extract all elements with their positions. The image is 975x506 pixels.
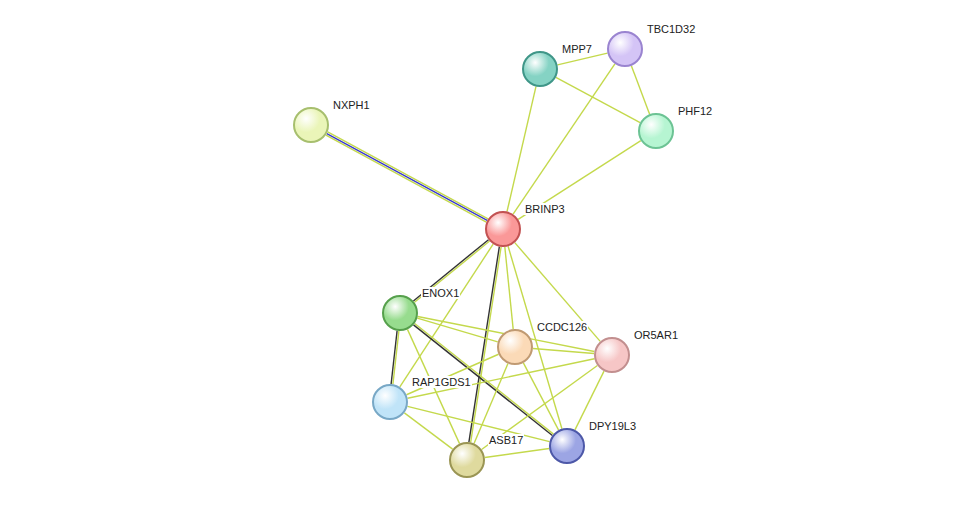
node-label: ASB17 bbox=[488, 434, 524, 446]
edge-channel bbox=[469, 247, 499, 442]
interaction-edge bbox=[404, 413, 452, 449]
interaction-edge bbox=[515, 243, 600, 342]
node-label: MPP7 bbox=[561, 43, 593, 55]
interaction-edge bbox=[413, 240, 489, 303]
protein-node: TBC1D32 bbox=[607, 31, 643, 67]
edge-channel bbox=[507, 87, 536, 212]
interaction-edge bbox=[407, 406, 549, 441]
edge-channel bbox=[556, 77, 640, 122]
interaction-edge bbox=[513, 64, 615, 214]
edge-channel bbox=[533, 348, 594, 353]
edge-channel bbox=[413, 240, 488, 301]
edge-channel bbox=[408, 359, 595, 399]
node-label: CCDC126 bbox=[536, 321, 588, 333]
edge-channel bbox=[404, 413, 452, 449]
edge-channel bbox=[485, 448, 549, 457]
interaction-edge bbox=[391, 331, 399, 384]
interaction-edge bbox=[474, 364, 508, 444]
interaction-edge bbox=[485, 448, 549, 457]
protein-node: ASB17 bbox=[449, 442, 485, 478]
edge-channel bbox=[513, 64, 615, 214]
protein-node: DPY19L3 bbox=[549, 428, 585, 464]
edge-channel bbox=[474, 364, 508, 444]
protein-node: NXPH1 bbox=[293, 107, 329, 143]
edge-channel bbox=[407, 406, 549, 441]
protein-node: ENOX1 bbox=[382, 295, 418, 331]
edge-channel bbox=[515, 243, 600, 342]
protein-node: BRINP3 bbox=[485, 211, 521, 247]
edge-channel bbox=[631, 66, 649, 114]
protein-node: CCDC126 bbox=[497, 329, 533, 365]
node-label: ENOX1 bbox=[421, 287, 460, 299]
interaction-edge bbox=[533, 348, 594, 353]
node-label: BRINP3 bbox=[524, 203, 566, 215]
node-label: RAP1GDS1 bbox=[411, 376, 472, 388]
edge-channel bbox=[328, 132, 488, 219]
interaction-edge bbox=[507, 87, 536, 212]
interaction-edge bbox=[631, 66, 649, 114]
interaction-edge bbox=[326, 132, 488, 222]
node-label: TBC1D32 bbox=[646, 23, 696, 35]
edge-channel bbox=[327, 134, 487, 221]
protein-node: OR5AR1 bbox=[594, 337, 630, 373]
interaction-edge bbox=[518, 141, 641, 220]
protein-node: PHF12 bbox=[638, 113, 674, 149]
edge-channel bbox=[518, 141, 641, 220]
edge-channel bbox=[415, 241, 490, 302]
interaction-edge bbox=[556, 77, 640, 122]
node-label: PHF12 bbox=[677, 105, 713, 117]
node-label: NXPH1 bbox=[332, 99, 371, 111]
node-label: OR5AR1 bbox=[633, 329, 679, 341]
edge-channel bbox=[391, 331, 397, 384]
protein-node: RAP1GDS1 bbox=[372, 384, 408, 420]
edge-channel bbox=[326, 135, 486, 222]
interaction-edge bbox=[408, 359, 595, 399]
node-label: DPY19L3 bbox=[588, 420, 637, 432]
protein-node: MPP7 bbox=[522, 51, 558, 87]
